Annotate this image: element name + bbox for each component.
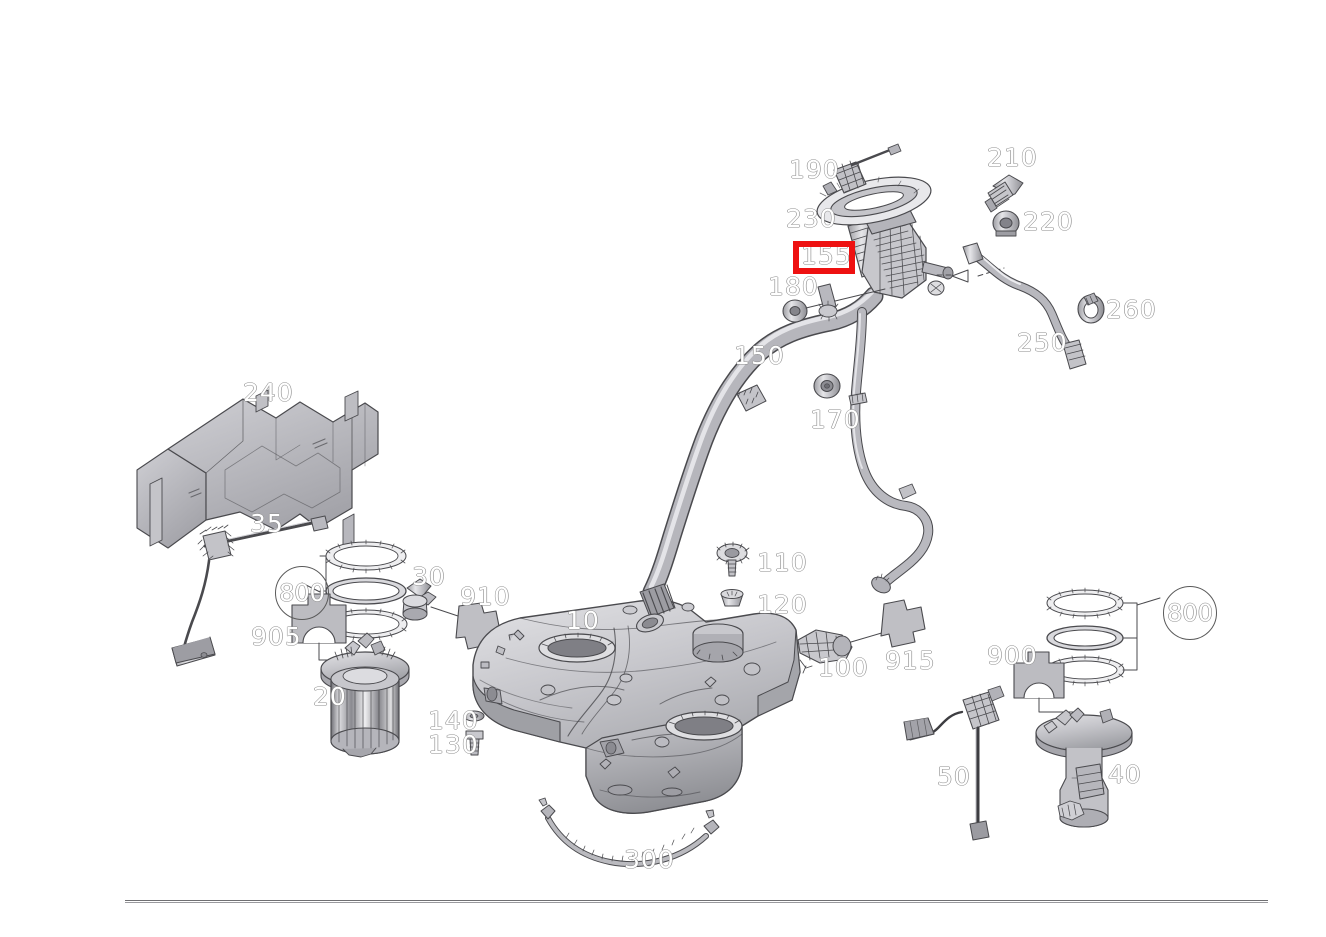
callout-40[interactable]: 40 [1108, 760, 1142, 789]
part-240-heat-shield [136, 389, 379, 561]
part-180-washer [782, 283, 886, 323]
callout-10[interactable]: 10 [566, 606, 600, 635]
part-300-ground-strap [538, 797, 720, 868]
callout-800-left[interactable]: 800 [275, 566, 329, 620]
callout-100[interactable]: 100 [818, 653, 869, 682]
part-50-fuel-level-sender [903, 685, 1005, 841]
callout-300[interactable]: 300 [624, 845, 675, 874]
part-250-vent-hose [962, 242, 1087, 370]
callout-170[interactable]: 170 [810, 405, 861, 434]
callout-50[interactable]: 50 [937, 762, 971, 791]
part-130-bolt [465, 730, 484, 756]
part-120-clip-nut [720, 589, 744, 607]
part-20-fuel-pump-module-left [320, 632, 410, 758]
callout-110[interactable]: 110 [757, 548, 808, 577]
part-100-shutoff-valve [797, 629, 886, 674]
callout-150[interactable]: 150 [734, 341, 785, 370]
callout-230[interactable]: 230 [786, 204, 837, 233]
callout-900[interactable]: 900 [987, 641, 1038, 670]
callout-915[interactable]: 915 [885, 646, 936, 675]
callout-20[interactable]: 20 [313, 682, 347, 711]
part-170-grommet [813, 373, 841, 399]
callout-260[interactable]: 260 [1106, 295, 1157, 324]
part-vent-line [848, 307, 934, 594]
callout-35[interactable]: 35 [250, 509, 284, 538]
part-210-screw [984, 174, 1024, 213]
callout-190[interactable]: 190 [789, 155, 840, 184]
part-30-pressure-regulator [402, 578, 462, 621]
callout-30[interactable]: 30 [412, 562, 446, 591]
callout-155[interactable]: 155 [801, 241, 852, 270]
callout-905[interactable]: 905 [251, 622, 302, 651]
callout-800-right[interactable]: 800 [1163, 586, 1217, 640]
callout-130[interactable]: 130 [428, 730, 479, 759]
selected-part-highlight-box[interactable] [793, 241, 855, 274]
callout-140[interactable]: 140 [428, 706, 479, 735]
callout-250[interactable]: 250 [1017, 328, 1068, 357]
part-140-washer [463, 710, 485, 722]
footer-divider [125, 900, 1268, 903]
part-10-fuel-tank [472, 599, 801, 814]
callout-220[interactable]: 220 [1023, 207, 1074, 236]
callout-240[interactable]: 240 [243, 378, 294, 407]
part-800-ring-set-right [1045, 587, 1161, 687]
part-40-fuel-pump-module-right [1035, 707, 1133, 828]
part-260-hose-clamp [1077, 292, 1105, 324]
callout-910[interactable]: 910 [460, 582, 511, 611]
callout-210[interactable]: 210 [987, 143, 1038, 172]
part-190-float-arm-sensor [822, 143, 902, 196]
part-110-screw [716, 541, 750, 577]
part-220-nut [992, 210, 1020, 237]
callout-120[interactable]: 120 [757, 590, 808, 619]
part-900-marker-tag [1013, 651, 1083, 713]
part-800-ring-set-left [301, 539, 408, 642]
part-915-marker-tag [880, 599, 926, 648]
part-35-sensor-lead [171, 515, 329, 667]
callout-180[interactable]: 180 [768, 272, 819, 301]
